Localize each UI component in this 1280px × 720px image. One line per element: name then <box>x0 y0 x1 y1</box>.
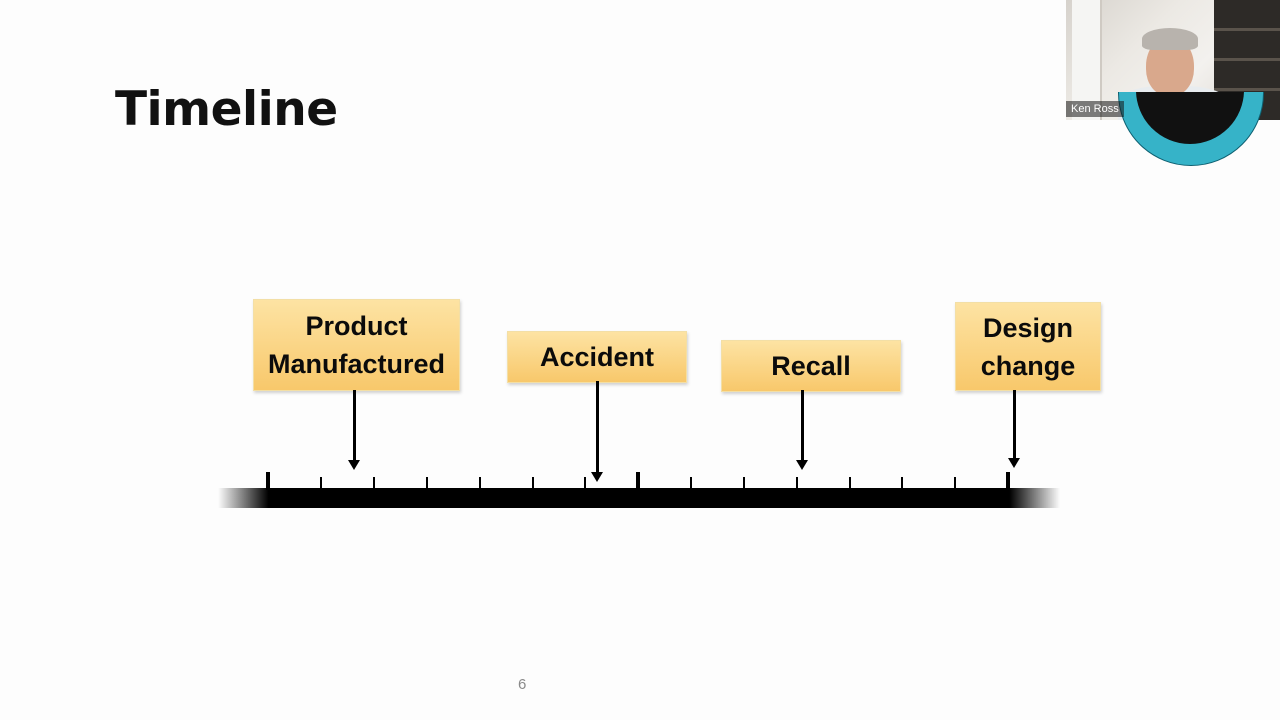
timeline-tick <box>796 477 798 490</box>
timeline-tick <box>1006 472 1010 490</box>
event-box-product-manufactured: Product Manufactured <box>253 299 460 391</box>
timeline-tick <box>849 477 851 490</box>
timeline-tick <box>954 477 956 490</box>
timeline-tick <box>532 477 534 490</box>
video-shelf-line <box>1214 58 1280 61</box>
video-shelf-line <box>1214 88 1280 91</box>
participant-hair <box>1142 28 1198 50</box>
timeline-bar <box>218 488 1060 508</box>
arrow-recall <box>796 390 808 470</box>
product-safety-logo <box>1118 92 1264 166</box>
event-box-accident: Accident <box>507 331 687 383</box>
timeline-tick <box>901 477 903 490</box>
timeline-tick <box>320 477 322 490</box>
timeline-tick <box>266 472 270 490</box>
arrow-accident <box>591 381 603 482</box>
timeline-tick <box>479 477 481 490</box>
timeline-tick <box>743 477 745 490</box>
timeline-tick <box>584 477 586 490</box>
event-box-design-change: Design change <box>955 302 1101 391</box>
page-number: 6 <box>518 676 527 693</box>
arrow-product-manufactured <box>348 390 360 470</box>
event-box-recall: Recall <box>721 340 901 392</box>
timeline-tick <box>373 477 375 490</box>
participant-name-label: Ken Ross <box>1066 101 1124 117</box>
timeline-tick <box>426 477 428 490</box>
video-shelf-line <box>1214 28 1280 31</box>
video-background-door <box>1072 0 1102 120</box>
arrow-design-change <box>1008 390 1020 468</box>
timeline-tick <box>636 472 640 490</box>
timeline-tick <box>690 477 692 490</box>
slide-title: Timeline <box>115 82 338 137</box>
